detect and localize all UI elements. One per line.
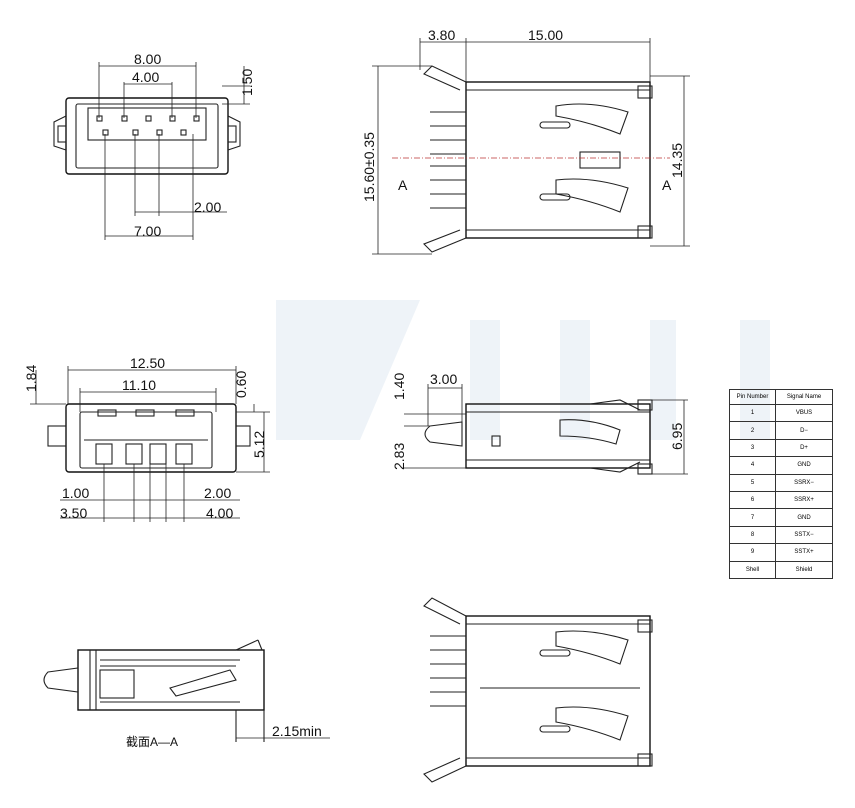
signal-cell: VBUS — [775, 403, 833, 423]
dim-2-83: 2.83 — [391, 443, 407, 470]
dim-6-95: 6.95 — [669, 423, 685, 450]
pin-cell: 4 — [729, 456, 776, 475]
pin-cell: 1 — [729, 403, 776, 423]
section-mark-right: A — [662, 177, 672, 193]
pin-cell: 8 — [729, 525, 776, 545]
watermark — [276, 300, 770, 440]
pin-cell: 2 — [729, 421, 776, 440]
signal-cell: GND — [775, 508, 833, 527]
signal-cell: SSRX− — [775, 473, 833, 492]
dim-8-00: 8.00 — [134, 51, 161, 67]
signal-cell: D+ — [775, 438, 833, 458]
dim-4-00: 4.00 — [132, 69, 159, 85]
signal-cell: Shield — [775, 560, 833, 579]
mid-side-view: 1.40 3.00 2.83 6.95 — [391, 371, 688, 475]
pin-cell: 6 — [729, 490, 776, 510]
signal-cell: SSTX− — [775, 525, 833, 545]
section-caption: 截面A—A — [126, 735, 178, 749]
pin-cell: 9 — [729, 543, 776, 562]
header-signal-name: Signal Name — [775, 389, 833, 405]
header-pin-number: Pin Number — [729, 389, 776, 405]
dim-3-00: 3.00 — [430, 371, 457, 387]
dim-1-84: 1.84 — [23, 365, 39, 392]
mid-front-view: 12.50 11.10 1.84 0.60 5.12 1.00 2.00 3.5… — [23, 355, 270, 522]
dim-2-00: 2.00 — [194, 199, 221, 215]
signal-cell: SSRX+ — [775, 490, 833, 510]
dim-1-50: 1.50 — [239, 69, 255, 96]
dim-2-00-b: 2.00 — [204, 485, 231, 501]
dim-3-50: 3.50 — [60, 505, 87, 521]
pin-cell: 7 — [729, 508, 776, 527]
dim-14-35: 14.35 — [669, 143, 685, 178]
dim-2-15min: 2.15min — [272, 723, 322, 739]
signal-cell: GND — [775, 456, 833, 475]
bottom-side-view — [423, 597, 653, 783]
dim-15-60: 15.60±0.35 — [361, 132, 377, 202]
dim-5-12: 5.12 — [251, 431, 267, 458]
section-mark-left: A — [398, 177, 408, 193]
pin-cell: 5 — [729, 473, 776, 492]
dim-4-00-b: 4.00 — [206, 505, 233, 521]
dim-1-40: 1.40 — [391, 373, 407, 400]
dim-15-00: 15.00 — [528, 27, 563, 43]
dim-11-10: 11.10 — [122, 377, 156, 393]
pin-cell: Shell — [729, 560, 776, 579]
section-view: 截面A—A 2.15min — [43, 639, 330, 749]
table-header-row: Pin Number Signal Name — [729, 389, 833, 405]
top-front-view: 8.00 4.00 1.50 2.00 7.00 — [53, 51, 255, 240]
dim-3-80: 3.80 — [428, 27, 455, 43]
pin-cell: 3 — [729, 438, 776, 458]
dim-0-60: 0.60 — [233, 371, 249, 398]
dim-7-00: 7.00 — [134, 223, 161, 239]
signal-cell: D− — [775, 421, 833, 440]
dim-12-50: 12.50 — [130, 355, 165, 371]
signal-cell: SSTX+ — [775, 543, 833, 562]
dim-1-00: 1.00 — [62, 485, 89, 501]
top-side-view: A A 3.80 15.00 15.60±0.35 14.35 — [361, 27, 690, 255]
